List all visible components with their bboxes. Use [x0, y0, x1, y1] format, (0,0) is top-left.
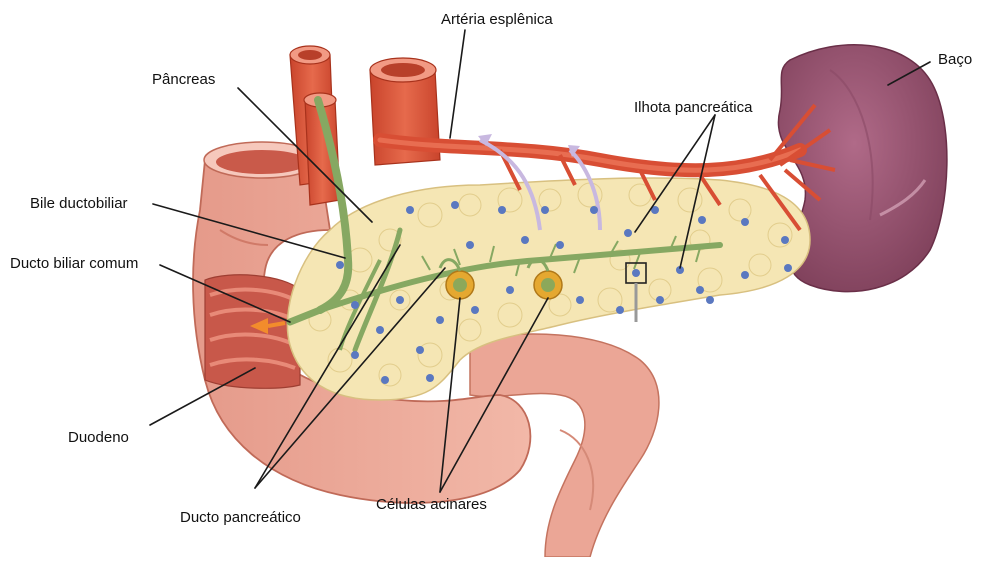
label-baco: Baço	[938, 52, 972, 67]
label-ducto-biliar-comum: Ducto biliar comum	[10, 256, 138, 271]
label-bile-ductobiliar: Bile ductobiliar	[30, 196, 128, 211]
label-ilhota-pancreatica: Ilhota pancreática	[634, 100, 752, 115]
label-pancreas: Pâncreas	[152, 72, 215, 87]
label-ducto-pancreatico: Ducto pancreático	[180, 510, 301, 525]
label-arteria-esplenica: Artéria esplênica	[441, 12, 553, 27]
label-duodeno: Duodeno	[68, 430, 129, 445]
label-celulas-acinares: Células acinares	[376, 497, 487, 512]
